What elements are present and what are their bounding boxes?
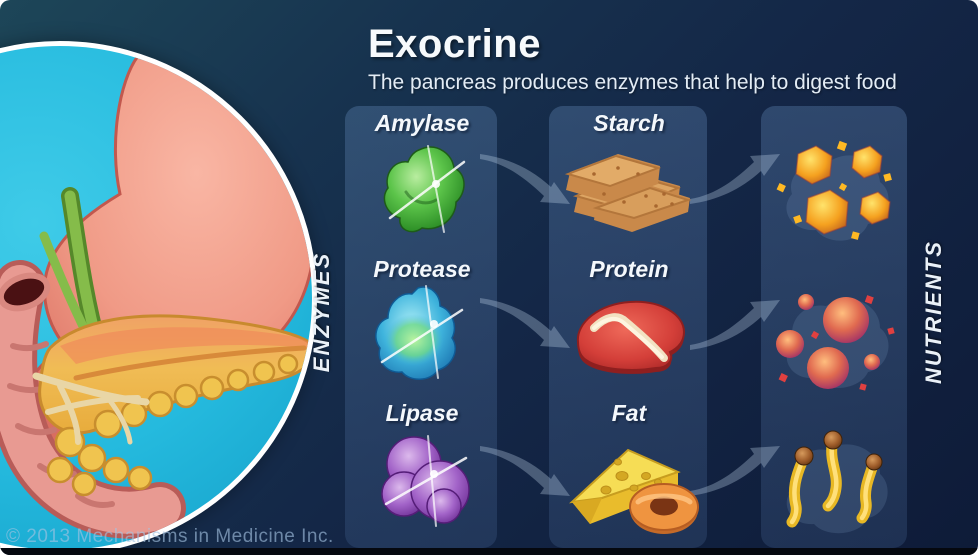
- copyright-notice: © 2013 Mechanisms in Medicine Inc.: [6, 526, 334, 547]
- purple-enzyme-blob-icon: [381, 435, 470, 527]
- sugar-bits: [776, 140, 892, 240]
- food-label-starch: Starch: [593, 110, 665, 136]
- bottom-letterbox-bar: [0, 548, 978, 555]
- pancreas-inset-illustration: [0, 41, 317, 555]
- page-title: Exocrine: [368, 22, 541, 66]
- food-label-protein: Protein: [589, 256, 669, 282]
- nutrients-axis-label: NUTRIENTS: [921, 240, 946, 384]
- amino-acids-icon: [776, 294, 895, 391]
- steak-icon: [576, 300, 686, 374]
- donut: [629, 483, 699, 534]
- cheese-wedge: [569, 448, 681, 524]
- sparkle-icon: [384, 435, 468, 527]
- blue-enzyme-blob-icon: [375, 285, 464, 380]
- pancreas-illustration: [38, 314, 312, 497]
- enzyme-label-protease: Protease: [373, 256, 471, 282]
- bread-slices-icon: [564, 154, 692, 232]
- food-label-fat: Fat: [611, 400, 647, 426]
- amino-bits: [778, 295, 895, 391]
- anatomy-graphic: [0, 54, 312, 539]
- sparkle-icon: [388, 145, 466, 233]
- fatty-acid-chains-icon: [786, 430, 888, 534]
- green-enzyme-blob-icon: [383, 145, 466, 233]
- sparkle-icon: [380, 285, 464, 379]
- pancreas-lobules: [46, 353, 299, 497]
- cheese-donut-icon: [569, 448, 699, 534]
- duodenum-illustration: [0, 260, 186, 539]
- enzyme-label-amylase: Amylase: [374, 110, 470, 136]
- enzymes-axis-label: ENZYMES: [309, 251, 334, 373]
- enzyme-label-lipase: Lipase: [385, 400, 459, 426]
- sugar-molecules-icon: [776, 140, 892, 241]
- header: Exocrine The pancreas produces enzymes t…: [368, 22, 897, 95]
- page-subtitle: The pancreas produces enzymes that help …: [368, 71, 897, 94]
- blood-vessels-illustration: [32, 372, 150, 445]
